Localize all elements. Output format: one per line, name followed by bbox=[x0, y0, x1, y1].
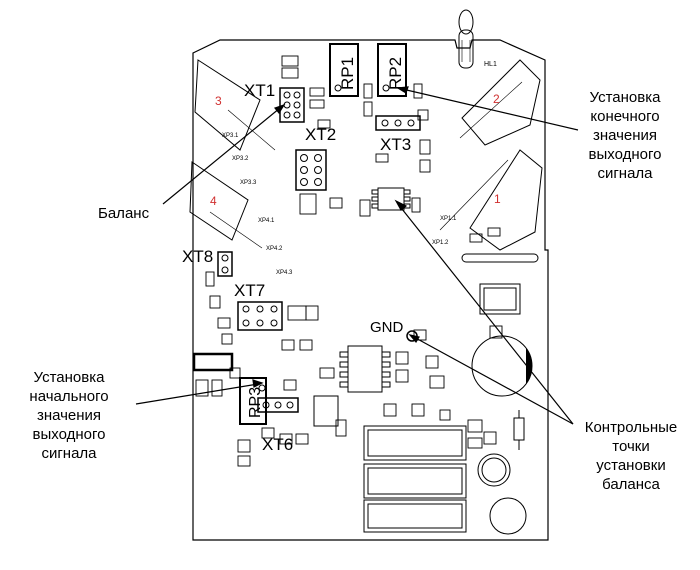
coil bbox=[477, 453, 511, 487]
pad-3: 3 bbox=[194, 59, 276, 151]
xp32-label: XP3.2 bbox=[232, 156, 249, 162]
callout-balance: Баланс bbox=[98, 205, 150, 222]
connector-xt6 bbox=[257, 397, 299, 413]
xt7-label: XT7 bbox=[234, 281, 265, 300]
xp11-label: XP1.1 bbox=[440, 216, 457, 222]
diode bbox=[513, 410, 525, 450]
xp41-label: XP4.1 bbox=[258, 218, 275, 224]
trimmer-rp1: RP1 bbox=[329, 43, 359, 97]
xt1-label: XT1 bbox=[244, 81, 275, 100]
led-hl1: HL1 bbox=[458, 9, 497, 69]
callout-test-points: Контрольные точки установки баланса bbox=[584, 419, 678, 493]
capacitor-large bbox=[471, 335, 533, 397]
connector-xt3 bbox=[375, 115, 421, 131]
pad-1: 1 bbox=[439, 149, 543, 251]
xt8-label: XT8 bbox=[182, 247, 213, 266]
xp43-label: XP4.3 bbox=[276, 270, 293, 276]
board-slot bbox=[461, 253, 539, 263]
rp2-label: RP2 bbox=[386, 57, 405, 90]
connector-xt2 bbox=[295, 149, 327, 191]
xt3-label: XT3 bbox=[380, 135, 411, 154]
callout-initial-value: Установка начального значения выходного … bbox=[29, 369, 109, 462]
xp12-label: XP1.2 bbox=[432, 240, 449, 246]
leader-lines bbox=[135, 86, 579, 425]
relay-blocks bbox=[363, 425, 467, 533]
rp1-label: RP1 bbox=[338, 57, 357, 90]
xp33-label: XP3.3 bbox=[240, 180, 257, 186]
xp42-label: XP4.2 bbox=[266, 246, 283, 252]
ic-top bbox=[371, 187, 411, 211]
xt2-label: XT2 bbox=[305, 125, 336, 144]
gnd-label: GND bbox=[370, 319, 404, 336]
pad-2-number: 2 bbox=[493, 92, 500, 106]
trimmer-rp3: RP3 bbox=[239, 377, 267, 425]
transistor bbox=[313, 395, 339, 427]
capacitor-round bbox=[489, 497, 527, 535]
ic-middle bbox=[339, 345, 391, 393]
rp3-label: RP3 bbox=[247, 387, 264, 418]
connector-xt7 bbox=[237, 301, 283, 331]
pad-3-number: 3 bbox=[215, 94, 222, 108]
board-outline bbox=[192, 39, 549, 541]
xp31-label: XP3.1 bbox=[222, 133, 239, 139]
pad-4-number: 4 bbox=[210, 194, 217, 208]
pad-2: 2 bbox=[459, 59, 541, 146]
pad-1-number: 1 bbox=[494, 192, 501, 206]
trimmer-rp2: RP2 bbox=[377, 43, 407, 97]
inductor bbox=[479, 283, 521, 315]
smd-components bbox=[195, 55, 503, 467]
connector-xt8 bbox=[217, 251, 233, 277]
xt6-label: XT6 bbox=[262, 435, 293, 454]
pad-4: 4 bbox=[189, 161, 263, 249]
hl1-label: HL1 bbox=[484, 61, 497, 68]
fuse-block bbox=[192, 352, 234, 372]
callout-final-value: Установка конечного значения выходного с… bbox=[588, 89, 662, 182]
